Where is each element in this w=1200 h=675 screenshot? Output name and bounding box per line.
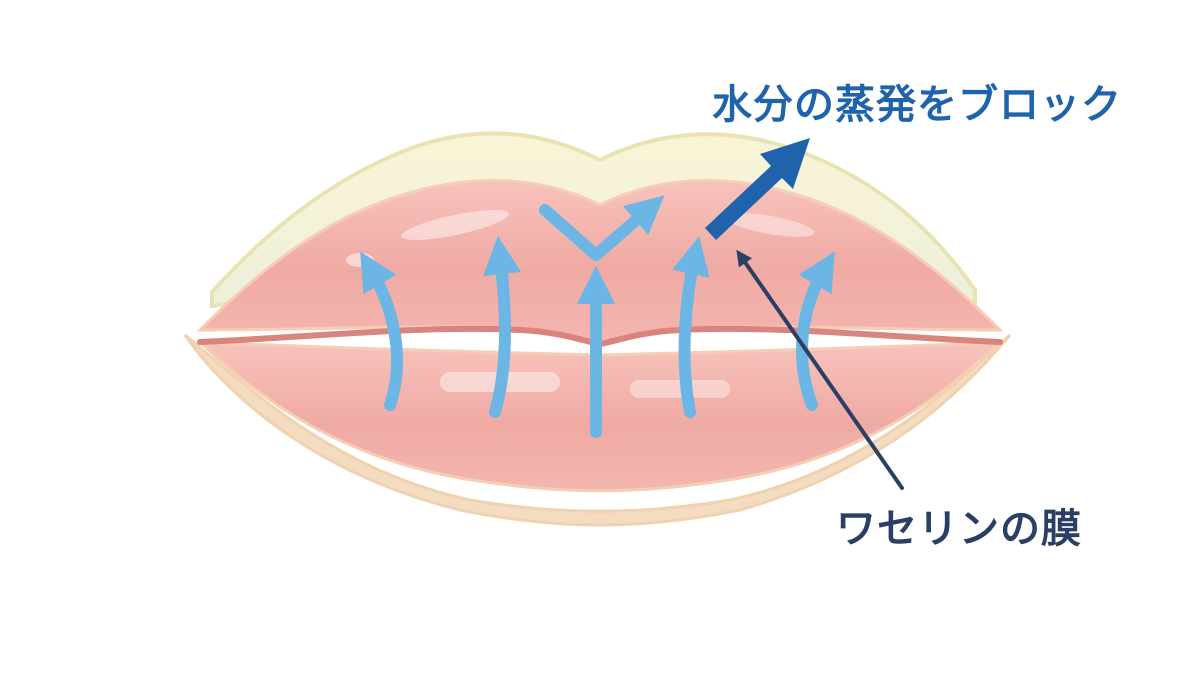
moisture-arrow — [796, 251, 835, 411]
block-evaporation-label: 水分の蒸発をブロック — [712, 82, 1122, 128]
pointer-arrow-icon — [736, 249, 904, 490]
moisture-arrow — [483, 235, 522, 418]
lower-lip-rim — [183, 333, 1012, 527]
moisture-arrow — [360, 251, 404, 411]
vaseline-film-label: ワセリンの膜 — [836, 506, 1082, 552]
deflected-moisture-arrow — [539, 195, 665, 261]
lip-highlight — [401, 209, 509, 241]
moisture-arrow — [672, 236, 710, 418]
lip-highlight — [725, 213, 815, 237]
lip-highlight — [630, 380, 730, 398]
block-arrow-icon — [705, 138, 810, 240]
